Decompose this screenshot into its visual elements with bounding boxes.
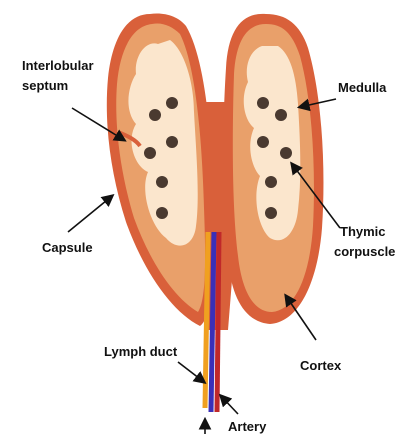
corpuscle xyxy=(144,147,156,159)
corpuscle xyxy=(166,136,178,148)
label-corpuscle: corpuscle xyxy=(334,244,395,259)
corpuscle xyxy=(265,207,277,219)
vessels xyxy=(205,232,219,412)
label-capsule: Capsule xyxy=(42,240,93,255)
corpuscle xyxy=(275,109,287,121)
corpuscle xyxy=(257,136,269,148)
corpuscle xyxy=(265,176,277,188)
label-interlobular: Interlobular xyxy=(22,58,94,73)
vein-vessel xyxy=(211,232,214,412)
arrow-lymph-duct xyxy=(178,362,204,382)
corpuscle xyxy=(149,109,161,121)
label-lymph-duct: Lymph duct xyxy=(104,344,178,359)
label-artery: Artery xyxy=(228,419,267,434)
artery-vessel xyxy=(217,232,219,412)
label-medulla: Medulla xyxy=(338,80,387,95)
lymph-duct-vessel xyxy=(205,232,208,408)
right-lobe xyxy=(223,14,323,324)
corpuscle xyxy=(156,176,168,188)
left-lobe xyxy=(107,14,215,327)
corpuscle xyxy=(257,97,269,109)
corpuscle xyxy=(166,97,178,109)
corpuscle xyxy=(156,207,168,219)
corpuscle xyxy=(280,147,292,159)
label-cortex: Cortex xyxy=(300,358,342,373)
label-septum: septum xyxy=(22,78,68,93)
arrow-artery xyxy=(221,396,238,414)
arrow-capsule xyxy=(68,196,112,232)
label-thymic: Thymic xyxy=(340,224,386,239)
